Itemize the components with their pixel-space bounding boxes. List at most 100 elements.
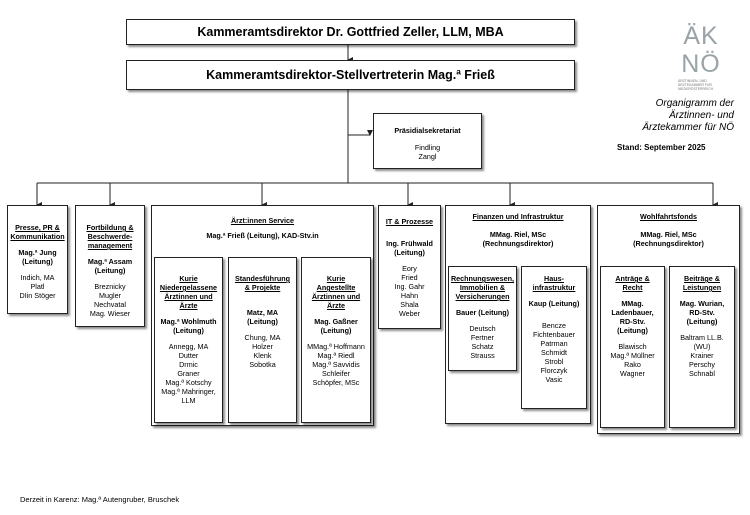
presse-title: Kommunikation	[10, 232, 65, 241]
fortbildung-title: Beschwerde-	[87, 232, 133, 241]
kurie-ang-member: Mag.ª Savvidis	[312, 360, 360, 369]
presse-title: Presse, PR &	[15, 223, 60, 232]
fortbildung-member: Mag. Wieser	[89, 309, 131, 318]
antraege-lead: (Leitung)	[617, 326, 648, 335]
rechnung-member: Schatz	[471, 342, 494, 351]
kurie-nied-member: LLM	[181, 396, 196, 405]
it-member: Ing. Gahr	[394, 282, 425, 291]
fortbildung-box: Fortbildung & Beschwerde- management Mag…	[75, 205, 145, 327]
logo-sub-2: ÄRZTEKAMMER FÜR	[678, 83, 712, 87]
service-title: Ärzt:innen Service	[230, 216, 295, 225]
kurie-nied-member: Mag.ª Kotschy	[165, 378, 212, 387]
standes-member: Chung, MA	[244, 333, 281, 342]
standes-member: Holzer	[252, 342, 273, 351]
karenz-note: Derzeit in Karenz: Mag.ª Autengruber, Br…	[20, 495, 180, 504]
logo-sub-1: ÄRZTINNEN- UND	[678, 79, 707, 83]
standes-title: Standesführung	[234, 274, 291, 283]
kurie-ang-title: Ärztinnen und	[311, 292, 361, 301]
beitraege-title: Leistungen	[682, 283, 722, 292]
sekretariat-title: Präsidialsekretariat	[394, 126, 461, 135]
beitraege-member: Schnabl	[689, 369, 715, 378]
antraege-member: Mag.ª Müllner	[610, 351, 655, 360]
standes-title: & Projekte	[244, 283, 281, 292]
kurie-ang-member: Mag.ª Riedl	[317, 351, 355, 360]
sekretariat-member: Zangl	[418, 152, 437, 161]
beitraege-lead: Mag. Wurian,	[679, 299, 725, 308]
it-member: Shala	[400, 300, 419, 309]
org-title-line-3: Ärztekammer für NÖ	[642, 122, 734, 133]
haus-title: infrastruktur	[532, 283, 576, 292]
it-prozesse-box: IT & Prozesse Ing. Frühwald (Leitung) Eo…	[378, 205, 441, 329]
it-member: Weber	[398, 309, 421, 318]
standes-lead: (Leitung)	[247, 317, 278, 326]
kurie-ang-lead: (Leitung)	[320, 326, 352, 335]
antraege-member: Wagner	[620, 369, 645, 378]
fortbildung-member: Breznicky	[94, 282, 126, 291]
it-title: IT & Prozesse	[385, 217, 434, 226]
haus-member: Bencze	[542, 321, 566, 330]
kurie-nied-title: Ärztinnen und	[164, 292, 213, 301]
beitraege-member: Baltram LL.B.	[680, 333, 724, 342]
kurie-ang-member: Schleifer	[322, 369, 350, 378]
wohlfahrt-title: Wohlfahrtsfonds	[640, 212, 697, 221]
beitraege-title: Beiträge &	[684, 274, 720, 283]
it-member: Hahn	[400, 291, 419, 300]
kurie-ang-title: Kurie	[326, 274, 346, 283]
director-box: Kammeramtsdirektor Dr. Gottfried Zeller,…	[126, 19, 575, 45]
fortbildung-title: management	[87, 241, 133, 250]
antraege-title: Anträge &	[615, 274, 650, 283]
haus-member: Florczyk	[540, 366, 568, 375]
rechnung-title: Rechnungswesen,	[450, 274, 515, 283]
antraege-member: Rako	[624, 360, 641, 369]
presse-member: DIin Stöger	[19, 291, 56, 300]
antraege-title: Recht	[622, 283, 643, 292]
presse-member: Platl	[30, 282, 45, 291]
haus-member: Vasic	[545, 375, 563, 384]
it-lead: Ing. Frühwald	[386, 239, 433, 248]
stand-date: Stand: September 2025	[617, 143, 706, 152]
kurie-nied-member: Annegg, MA	[168, 342, 209, 351]
deputy-box: Kammeramtsdirektor-Stellvertreterin Mag.…	[126, 60, 575, 90]
standes-lead: Matz, MA	[246, 308, 279, 317]
beitraege-member: (WU)	[693, 342, 711, 351]
it-member: Fried	[401, 273, 418, 282]
finanzen-lead: MMag. Riel, MSc	[489, 230, 547, 239]
beitraege-leistungen-box: Beiträge & Leistungen Mag. Wurian, RD-St…	[669, 266, 735, 428]
kurie-ang-member: Schöpfer, MSc	[312, 378, 360, 387]
rechnung-member: Fertner	[470, 333, 495, 342]
beitraege-lead: (Leitung)	[686, 317, 718, 326]
org-title: Organigramm der Ärztinnen- und Ärztekamm…	[642, 98, 734, 134]
hausinfrastruktur-box: Haus- infrastruktur Kaup (Leitung) Bencz…	[521, 266, 587, 409]
kurie-ang-lead: Mag. Gaßner	[314, 317, 358, 326]
fortbildung-lead: Mag.ª Assam	[87, 257, 133, 266]
deputy-name: Kammeramtsdirektor-Stellvertreterin Mag.…	[206, 68, 495, 82]
kurie-nied-member: Drmic	[179, 360, 198, 369]
haus-member: Strobl	[544, 357, 564, 366]
finanzen-title: Finanzen und Infrastruktur	[472, 212, 564, 221]
kurie-ang-title: Angestellte	[316, 283, 356, 292]
haus-lead: Kaup (Leitung)	[528, 299, 580, 308]
rechnung-member: Deutsch	[469, 324, 496, 333]
rechnungswesen-box: Rechnungswesen, Immobilien & Versicherun…	[448, 266, 517, 371]
kurie-nied-title: Ärzte	[179, 301, 198, 310]
kurie-ang-title: Ärzte	[327, 301, 345, 310]
kurie-nied-lead: (Leitung)	[173, 326, 204, 335]
antraege-lead: MMag.	[621, 299, 644, 308]
org-title-line-1: Organigramm der	[655, 98, 734, 109]
standesfuehrung-box: Standesführung & Projekte Matz, MA (Leit…	[228, 257, 297, 423]
beitraege-lead: RD-Stv.	[689, 308, 715, 317]
kurie-nied-lead: Mag.ª Wohlmuth	[160, 317, 217, 326]
fortbildung-member: Mugler	[99, 291, 121, 300]
kurie-niedergelassene-box: Kurie Niedergelassene Ärztinnen und Ärzt…	[154, 257, 223, 423]
haus-member: Schmidt	[541, 348, 567, 357]
presse-member: Indich, MA	[20, 273, 55, 282]
wohlfahrt-lead: (Rechnungsdirektor)	[633, 239, 704, 248]
standes-member: Sobotka	[249, 360, 276, 369]
antraege-lead: RD-Stv.	[619, 317, 646, 326]
presse-lead: Mag.ª Jung	[18, 248, 57, 257]
aekno-logo: ÄKNÖ ÄRZTINNEN- UND ÄRZTEKAMMER FÜR NIED…	[678, 22, 726, 91]
logo-sub-3: NIEDERÖSTERREICH	[678, 87, 714, 91]
fortbildung-member: Nechvatal	[94, 300, 126, 309]
haus-title: Haus-	[544, 274, 564, 283]
it-member: Eory	[402, 264, 417, 273]
